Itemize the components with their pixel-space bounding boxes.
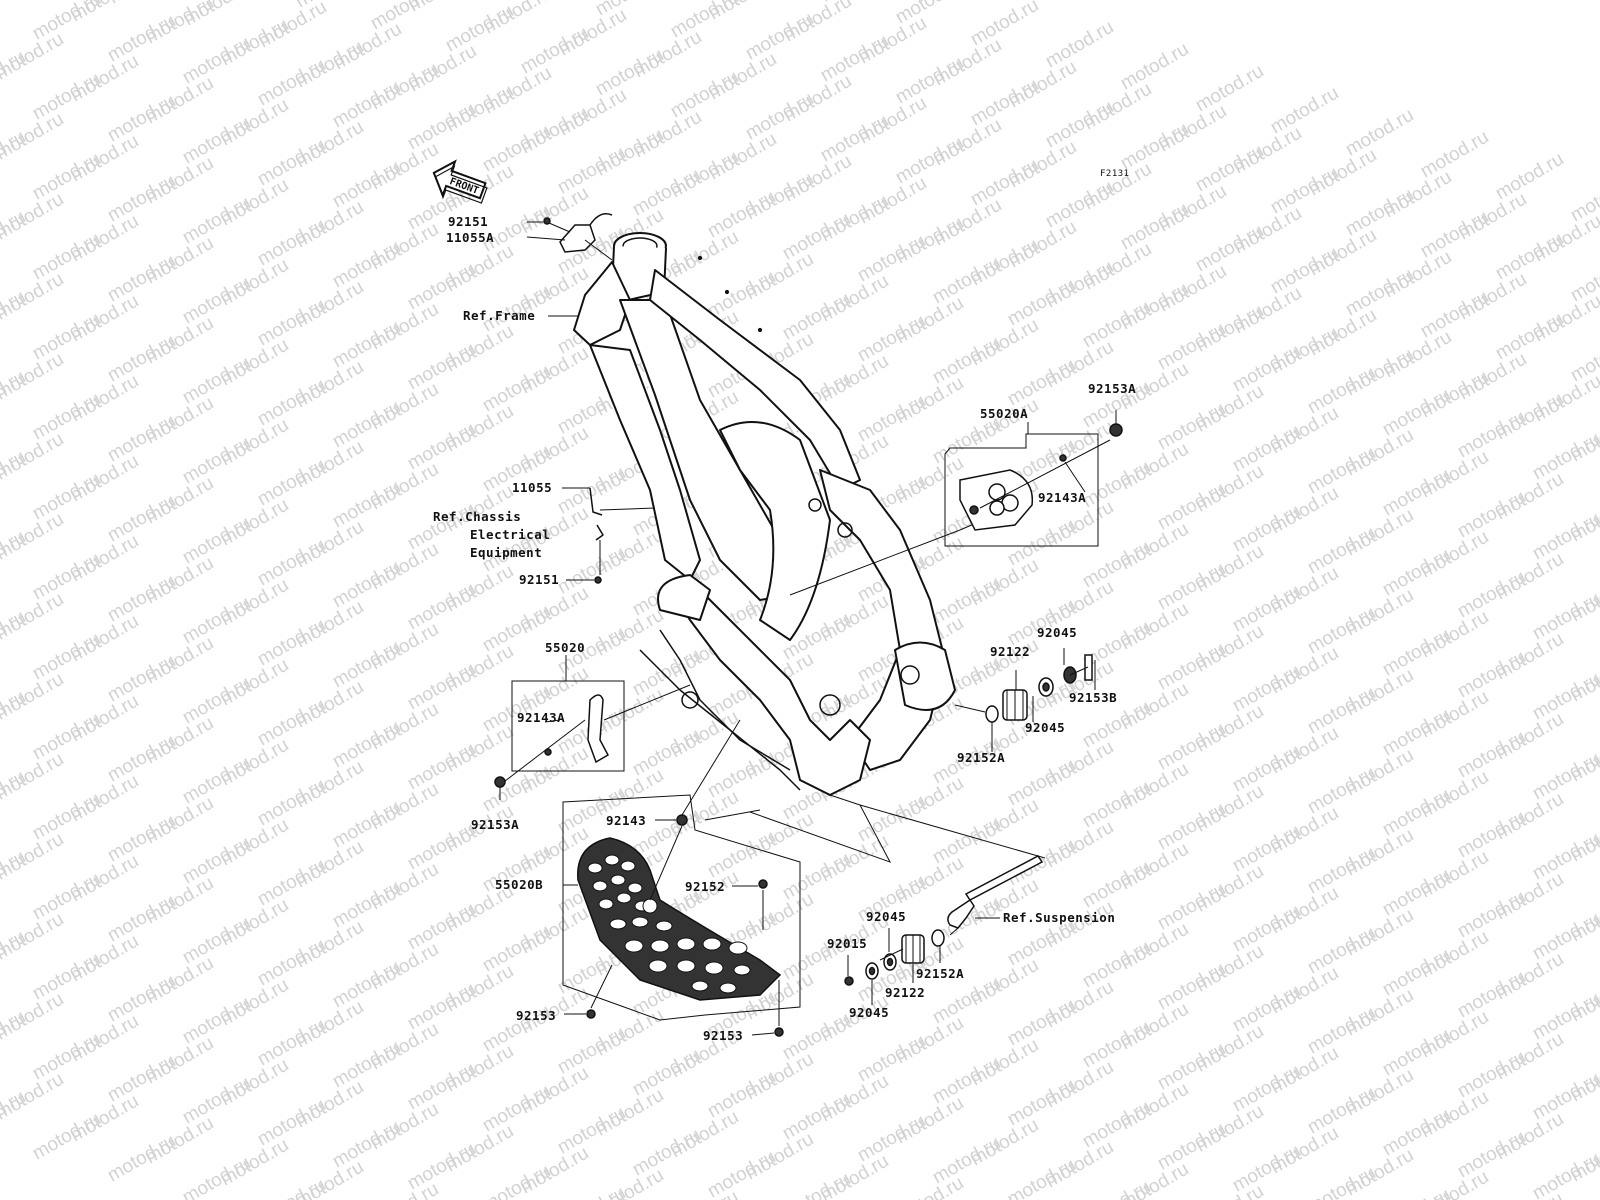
- watermark-text: motod.ru: [1117, 39, 1192, 95]
- watermark-text: motod.ru: [1304, 1163, 1379, 1200]
- callout-92153-bottom: 92153: [703, 1028, 743, 1043]
- callout-92045-d: 92045: [849, 1005, 889, 1020]
- watermark-text: motod.ru: [0, 0, 29, 22]
- callout-ref-chassis-2: Electrical: [470, 527, 550, 542]
- skid-plate-55020B: [577, 837, 782, 1001]
- diagram-code: F2131: [1100, 169, 1130, 179]
- watermark-text: motod.ru: [1379, 1185, 1454, 1200]
- watermark-text: motod.ru: [667, 1187, 742, 1200]
- box-55020A: [944, 433, 1099, 547]
- lower-bushing-group: [844, 929, 945, 986]
- watermark-text: motod.ru: [1192, 61, 1267, 117]
- callout-ref-chassis-3: Equipment: [470, 545, 542, 560]
- motorcycle-frame: [573, 232, 996, 796]
- watermark-text: motod.ru: [1492, 1189, 1567, 1200]
- watermark-text: motod.ru: [1492, 149, 1567, 205]
- watermark-text: motod.ru: [1004, 1155, 1079, 1200]
- callout-92151-mid: 92151: [519, 572, 559, 587]
- callout-92151-top: 92151: [448, 214, 488, 229]
- callout-55020A: 55020A: [980, 406, 1028, 421]
- callout-92045-a: 92045: [1037, 625, 1077, 640]
- pivot-bushing-group: [985, 654, 1093, 723]
- callout-92045-c: 92045: [866, 909, 906, 924]
- watermark-text: motod.ru: [1079, 1177, 1154, 1200]
- watermark-text: motod.ru: [892, 1173, 967, 1200]
- callout-55020: 55020: [545, 640, 585, 655]
- watermark-text: motod.ru: [1267, 83, 1342, 139]
- callout-ref-frame: Ref.Frame: [463, 308, 535, 323]
- callout-92152A-b: 92152A: [916, 966, 964, 981]
- watermark-text: motod.ru: [367, 1179, 442, 1200]
- watermark-text: motod.ru: [1192, 1181, 1267, 1200]
- callout-92153A-right: 92153A: [1088, 381, 1136, 396]
- watermark-text: motod.ru: [254, 1175, 329, 1200]
- box-55020B: [562, 794, 801, 1021]
- callout-92143A-left: 92143A: [517, 710, 565, 725]
- callout-92153B: 92153B: [1069, 690, 1117, 705]
- watermark-text: motod.ru: [967, 0, 1042, 50]
- clip-11055A: [543, 213, 613, 253]
- callout-92143: 92143: [606, 813, 646, 828]
- pivot-shaft: [947, 855, 1044, 936]
- callout-92153-left: 92153: [516, 1008, 556, 1023]
- callout-11055: 11055: [512, 480, 552, 495]
- watermark-text: motod.ru: [179, 1153, 254, 1200]
- watermark-text: motod.ru: [554, 1183, 629, 1200]
- callout-92122-b: 92122: [885, 985, 925, 1000]
- callout-92045-b: 92045: [1025, 720, 1065, 735]
- watermark-text: motod.ru: [1417, 127, 1492, 183]
- callout-11055A: 11055A: [446, 230, 494, 245]
- callout-55020B: 55020B: [495, 877, 543, 892]
- watermark-text: motod.ru: [479, 1161, 554, 1200]
- callout-ref-suspension: Ref.Suspension: [1003, 910, 1115, 925]
- watermark-text: motod.ru: [1042, 17, 1117, 73]
- watermark-text: motod.ru: [1342, 105, 1417, 161]
- callout-92015: 92015: [827, 936, 867, 951]
- watermark-text: motod.ru: [630, 0, 705, 2]
- bracket-55020: [587, 694, 610, 764]
- watermark-text: motod.ru: [0, 0, 67, 4]
- callout-ref-chassis-1: Ref.Chassis: [433, 509, 521, 524]
- box-55020: [511, 680, 625, 772]
- watermark-text: motod.ru: [1529, 1149, 1600, 1200]
- callout-92122-a: 92122: [990, 644, 1030, 659]
- callout-92153A-left: 92153A: [471, 817, 519, 832]
- callout-92152: 92152: [685, 879, 725, 894]
- callout-92152A-a: 92152A: [957, 750, 1005, 765]
- callout-92143A-right: 92143A: [1038, 490, 1086, 505]
- clip-11055: [589, 487, 604, 584]
